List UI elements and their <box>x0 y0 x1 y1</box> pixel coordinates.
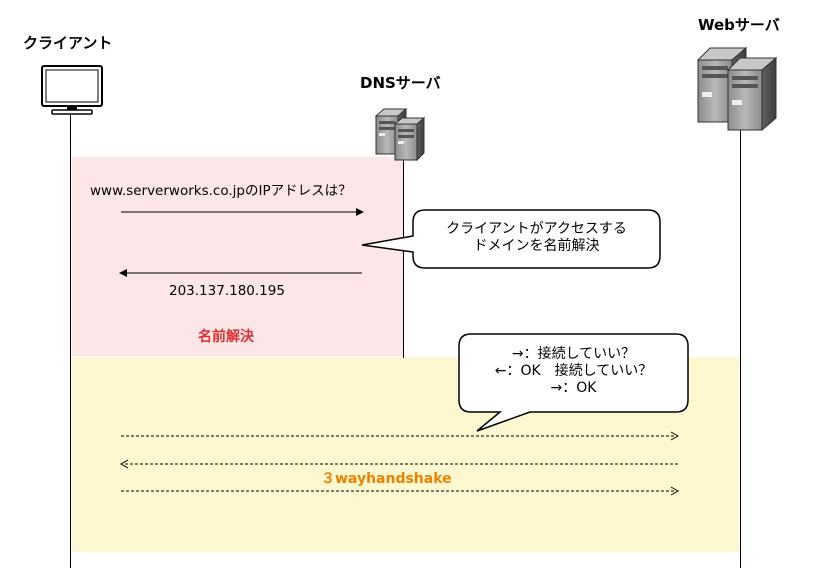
server-icon <box>374 107 426 162</box>
web-lifeline <box>740 130 741 568</box>
dns-query-arrow <box>121 208 364 216</box>
dns-lifeline <box>403 158 404 358</box>
ack-arrow <box>121 486 680 496</box>
dns-query-text: www.serverworks.co.jpのIPアドレスは？ <box>90 183 352 199</box>
client-lifeline <box>70 113 71 568</box>
handshake-title: ３wayhandshake <box>321 471 452 487</box>
dns-server-label: DNSサーバ <box>360 74 441 92</box>
syn-ack-arrow <box>119 459 679 469</box>
client-label: クライアント <box>23 34 113 52</box>
name-resolution-note: クライアントがアクセスする ドメインを名前解決 <box>413 221 660 255</box>
note-line: ←：OK 接続していい？ <box>494 363 653 379</box>
name-resolution-title: 名前解決 <box>198 329 254 345</box>
syn-arrow <box>121 431 680 441</box>
monitor-icon <box>41 65 103 115</box>
name-resolution-zone <box>72 157 404 356</box>
name-resolution-note-bubble <box>361 209 661 269</box>
note-line: クライアントがアクセスする <box>446 221 627 237</box>
note-line: →：接続していい？ <box>511 346 636 362</box>
dns-answer-arrow <box>119 269 362 277</box>
server-icon <box>696 46 778 132</box>
handshake-note: →：接続していい？ ←：OK 接続していい？ →：OK <box>459 346 688 397</box>
web-server-label: Webサーバ <box>698 16 780 34</box>
note-line: ドメインを名前解決 <box>473 238 600 254</box>
dns-answer-text: 203.137.180.195 <box>169 283 285 299</box>
note-line: →：OK <box>550 380 597 396</box>
handshake-note-bubble <box>458 333 689 432</box>
